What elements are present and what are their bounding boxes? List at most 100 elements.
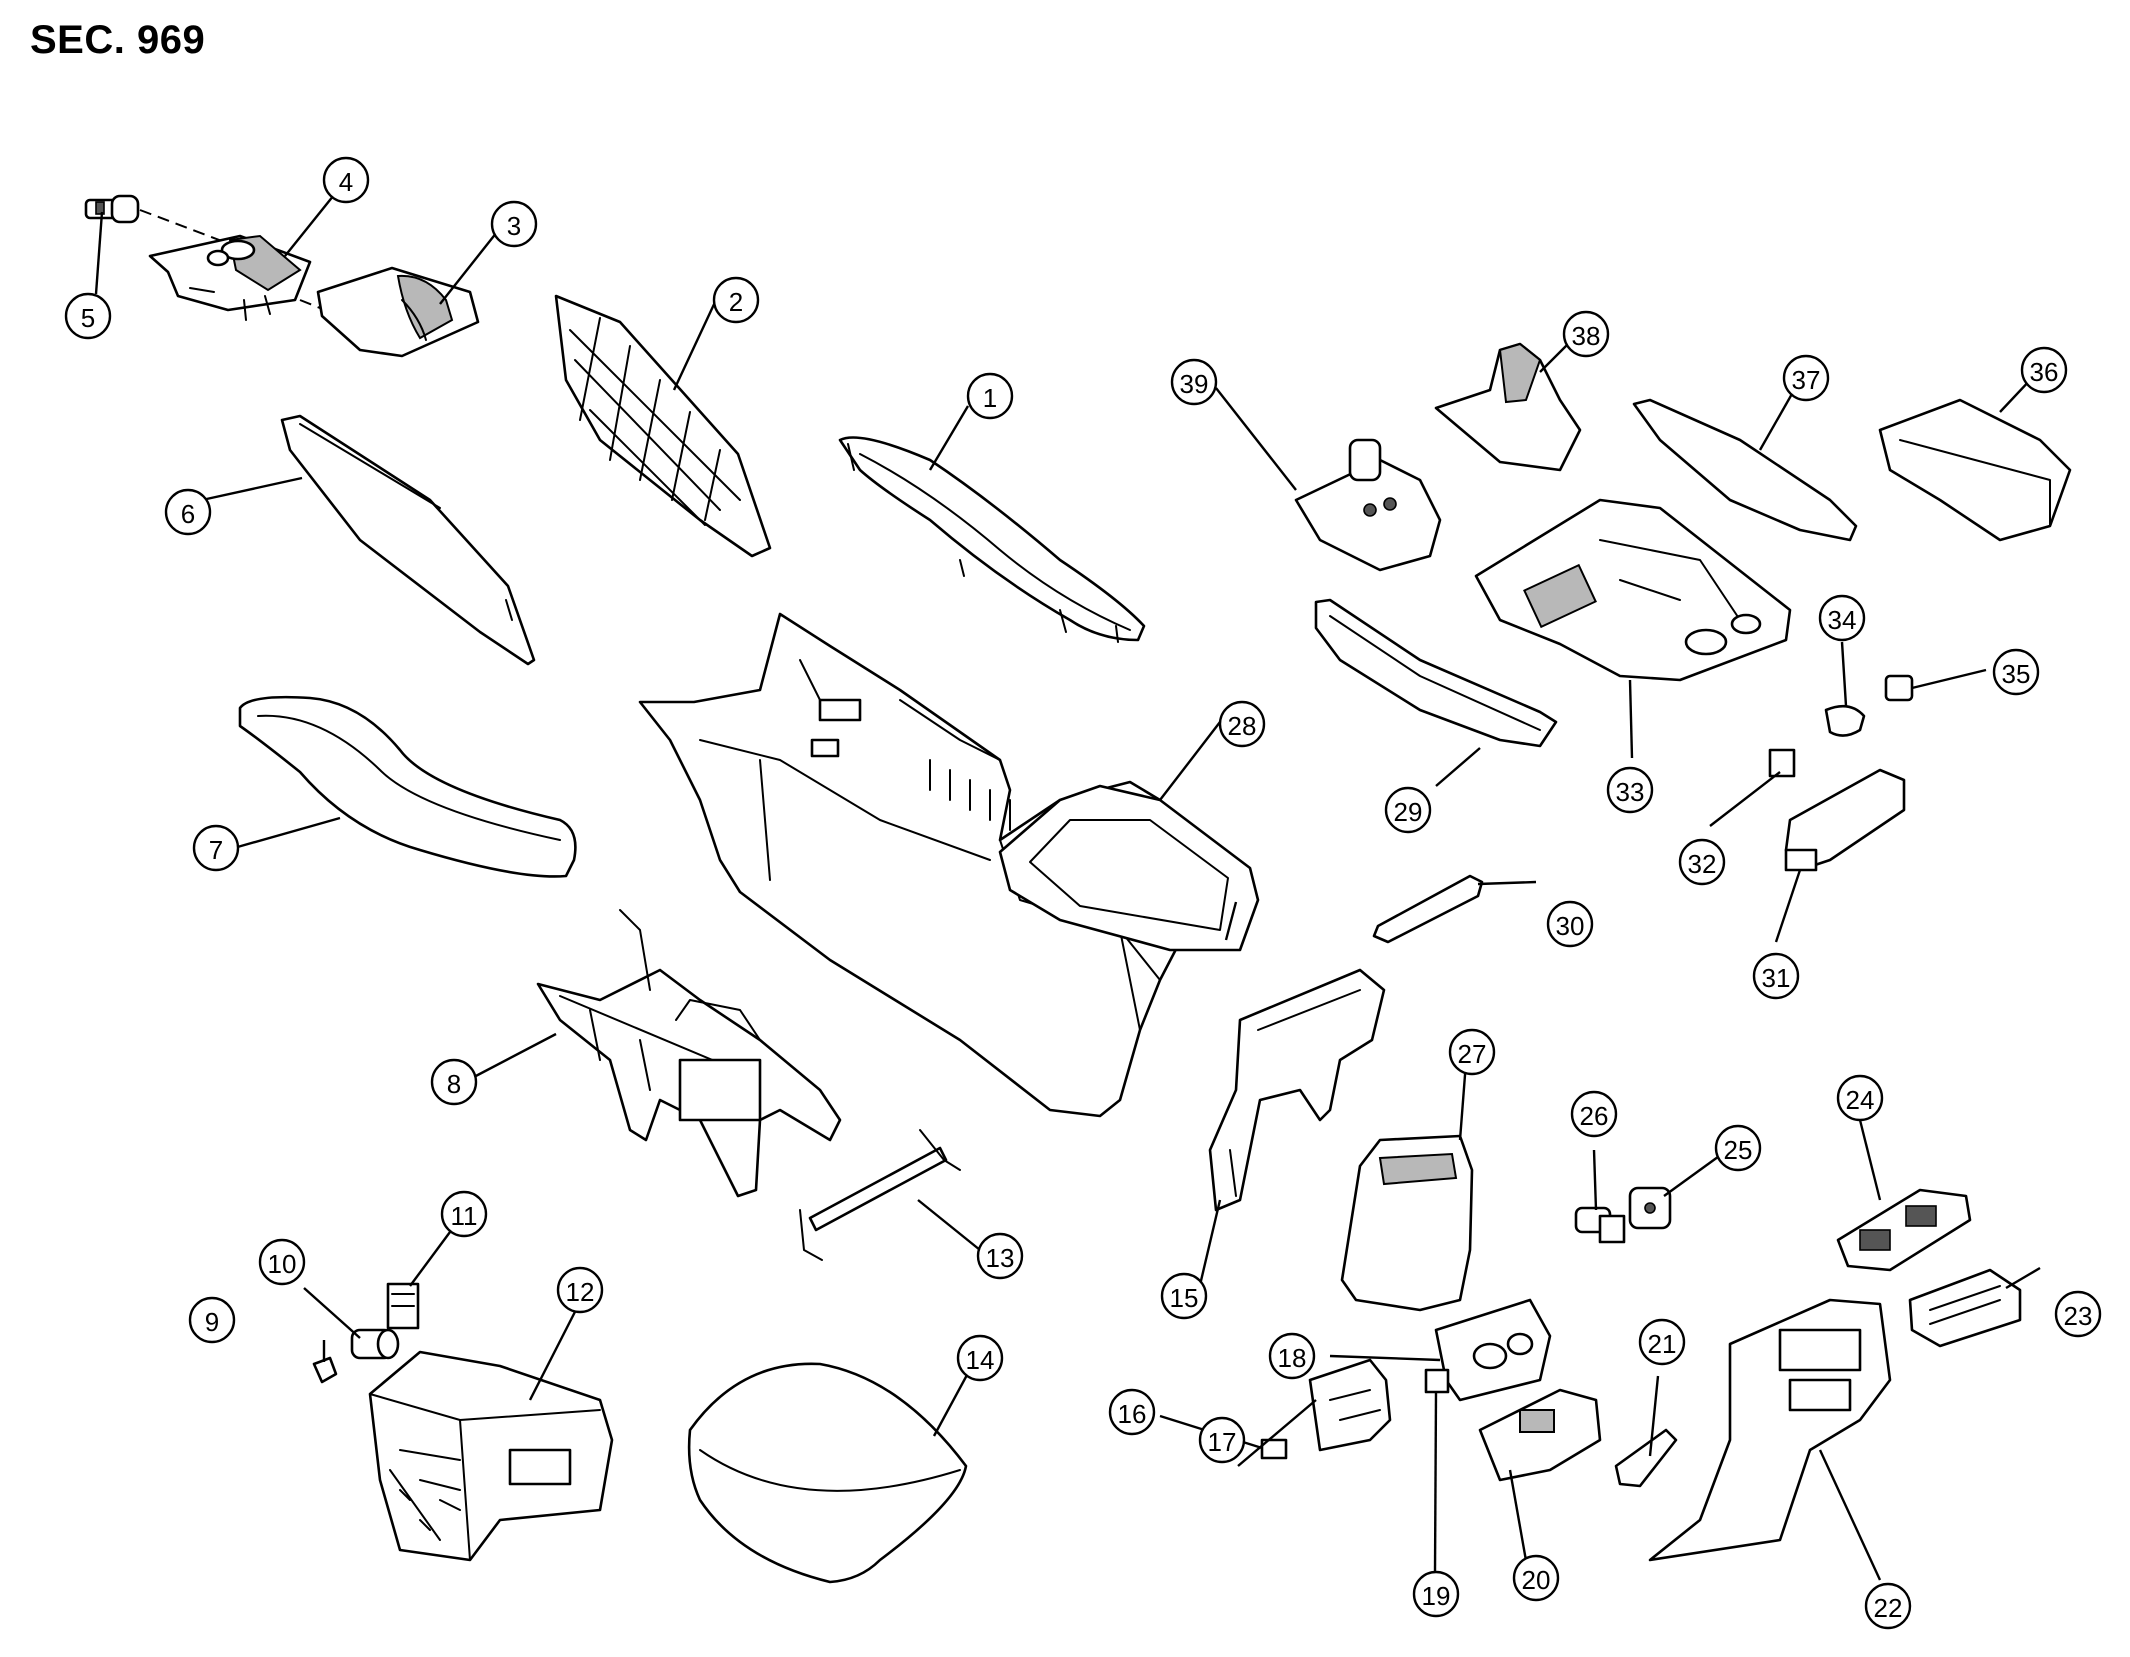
callout-26: 26	[1570, 1090, 1618, 1138]
callout-20: 20	[1512, 1554, 1560, 1602]
part-39-shifter	[1294, 438, 1442, 572]
part-24-vent	[1836, 1188, 1972, 1272]
callout-16-label: 16	[1118, 1399, 1147, 1429]
part-2-mesh-panel	[554, 294, 772, 558]
part-1-finisher	[838, 436, 1146, 643]
callout-2-label: 2	[729, 287, 743, 317]
callout-33-label: 33	[1616, 777, 1645, 807]
part-8-bracket	[536, 909, 842, 1198]
part-22-rear-panel	[1648, 1298, 1892, 1562]
callout-21: 21	[1638, 1318, 1686, 1366]
callout-1: 1	[966, 372, 1014, 420]
part-13-rod	[799, 1129, 961, 1261]
callout-34-label: 34	[1828, 605, 1857, 635]
callout-19-label: 19	[1422, 1581, 1451, 1611]
callout-30: 30	[1546, 900, 1594, 948]
part-4-bezel	[148, 234, 312, 321]
callout-39: 39	[1170, 358, 1218, 406]
part-35-plug	[1884, 674, 1914, 702]
part-36-box	[1878, 398, 2072, 542]
callout-30-label: 30	[1556, 911, 1585, 941]
callout-18-label: 18	[1278, 1343, 1307, 1373]
callout-31-label: 31	[1762, 963, 1791, 993]
part-6-side-panel	[280, 414, 536, 666]
part-31-bracket	[1784, 768, 1906, 872]
callout-15: 15	[1160, 1272, 1208, 1320]
callout-28: 28	[1218, 700, 1266, 748]
callout-6: 6	[164, 488, 212, 536]
part-27-insert	[1340, 1134, 1474, 1312]
callout-38-label: 38	[1572, 321, 1601, 351]
callout-32-label: 32	[1688, 849, 1717, 879]
callout-14: 14	[956, 1334, 1004, 1382]
part-30-strip	[1372, 874, 1484, 944]
callout-2: 2	[712, 276, 760, 324]
part-29-rail	[1314, 598, 1558, 748]
part-12-storage-box	[368, 1350, 614, 1562]
callout-39-label: 39	[1180, 369, 1209, 399]
callout-6-label: 6	[181, 499, 195, 529]
callout-5: 5	[64, 292, 112, 340]
part-28-tray-frame	[998, 784, 1260, 952]
callout-36-label: 36	[2030, 357, 2059, 387]
callout-4: 4	[322, 156, 370, 204]
part-17-unit	[1308, 1358, 1392, 1452]
callout-17: 17	[1198, 1416, 1246, 1464]
callout-35-label: 35	[2002, 659, 2031, 689]
callout-7: 7	[192, 824, 240, 872]
callout-26-label: 26	[1580, 1101, 1609, 1131]
callout-17-label: 17	[1208, 1427, 1237, 1457]
callout-29-label: 29	[1394, 797, 1423, 827]
part-7-knee-pad	[238, 695, 577, 878]
callout-27: 27	[1448, 1028, 1496, 1076]
part-26-plug	[1574, 1206, 1626, 1244]
callout-8: 8	[430, 1058, 478, 1106]
callout-12-label: 12	[566, 1277, 595, 1307]
callout-37-label: 37	[1792, 365, 1821, 395]
callout-10-label: 10	[268, 1249, 297, 1279]
callout-3-label: 3	[507, 211, 521, 241]
callout-16: 16	[1108, 1388, 1156, 1436]
callout-5-label: 5	[81, 303, 95, 333]
callout-24: 24	[1836, 1074, 1884, 1122]
callout-10: 10	[258, 1238, 306, 1286]
callout-34: 34	[1818, 594, 1866, 642]
callout-25-label: 25	[1724, 1135, 1753, 1165]
callout-14-label: 14	[966, 1345, 995, 1375]
callout-19: 19	[1412, 1570, 1460, 1618]
callout-37: 37	[1782, 354, 1830, 402]
callout-28-label: 28	[1228, 711, 1257, 741]
part-14-armrest	[687, 1362, 968, 1584]
callout-21-label: 21	[1648, 1329, 1677, 1359]
callout-22-label: 22	[1874, 1593, 1903, 1623]
callout-15-label: 15	[1170, 1283, 1199, 1313]
callout-8-label: 8	[447, 1069, 461, 1099]
callout-23: 23	[2054, 1290, 2102, 1338]
callout-9-label: 9	[205, 1307, 219, 1337]
callout-36: 36	[2020, 346, 2068, 394]
callout-33: 33	[1606, 766, 1654, 814]
part-37-rail	[1632, 398, 1858, 542]
callout-1-label: 1	[983, 383, 997, 413]
part-16-clip	[1260, 1438, 1288, 1460]
part-34-knob	[1824, 704, 1866, 737]
callout-9: 9	[188, 1296, 236, 1344]
part-3-cover	[316, 266, 480, 358]
part-32-plug	[1768, 748, 1796, 778]
part-10-plug	[350, 1328, 400, 1360]
callout-38: 38	[1562, 310, 1610, 358]
callout-11-label: 11	[451, 1201, 478, 1231]
callout-18: 18	[1268, 1332, 1316, 1380]
callout-7-label: 7	[209, 835, 223, 865]
callout-13-label: 13	[986, 1243, 1015, 1273]
callout-12: 12	[556, 1266, 604, 1314]
callout-20-label: 20	[1522, 1565, 1551, 1595]
part-33-top-panel	[1474, 498, 1792, 682]
callout-32: 32	[1678, 838, 1726, 886]
callout-25: 25	[1714, 1124, 1762, 1172]
part-11-connector	[386, 1282, 420, 1330]
callout-23-label: 23	[2064, 1301, 2093, 1331]
callout-13: 13	[976, 1232, 1024, 1280]
part-18-panel	[1434, 1298, 1552, 1402]
